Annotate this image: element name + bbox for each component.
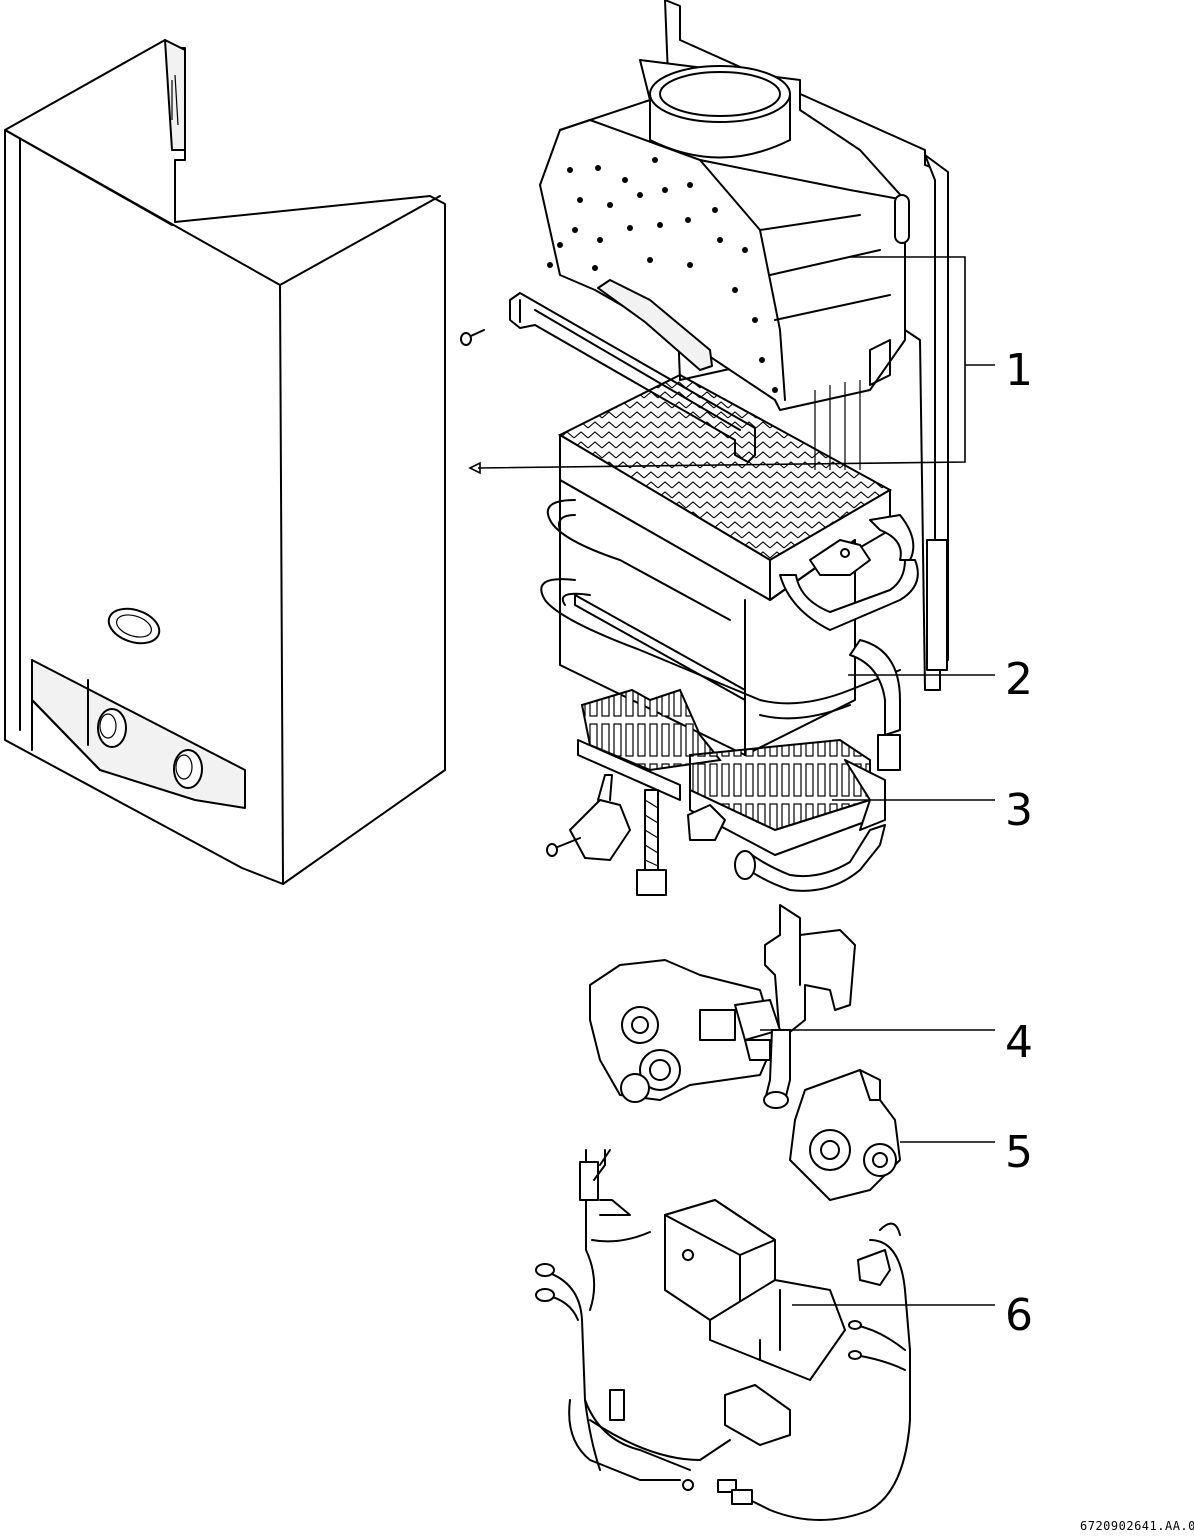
callout-1: 1	[1005, 345, 1033, 396]
flue-hood-assembly	[539, 0, 949, 691]
callout-3: 3	[1005, 785, 1033, 836]
leader-lines	[468, 256, 995, 1306]
callout-6: 6	[1005, 1290, 1033, 1341]
front-casing	[4, 39, 446, 885]
hood-vent-holes	[547, 157, 778, 393]
control-unit-and-wiring	[535, 1149, 911, 1521]
control-knob-right	[173, 749, 203, 789]
water-valve-assembly	[789, 1069, 901, 1201]
callout-5: 5	[1005, 1127, 1033, 1178]
gas-valve-assembly	[589, 904, 856, 1109]
callout-4: 4	[1005, 1017, 1033, 1068]
reference-code: 6720902641.AA.0	[1080, 1519, 1194, 1533]
screw-icon	[460, 329, 485, 346]
ignition-electrode	[546, 774, 631, 861]
control-knob-left	[97, 708, 127, 748]
callout-2: 2	[1005, 654, 1033, 705]
heat-exchanger	[540, 373, 919, 771]
burner-assembly	[546, 688, 886, 896]
